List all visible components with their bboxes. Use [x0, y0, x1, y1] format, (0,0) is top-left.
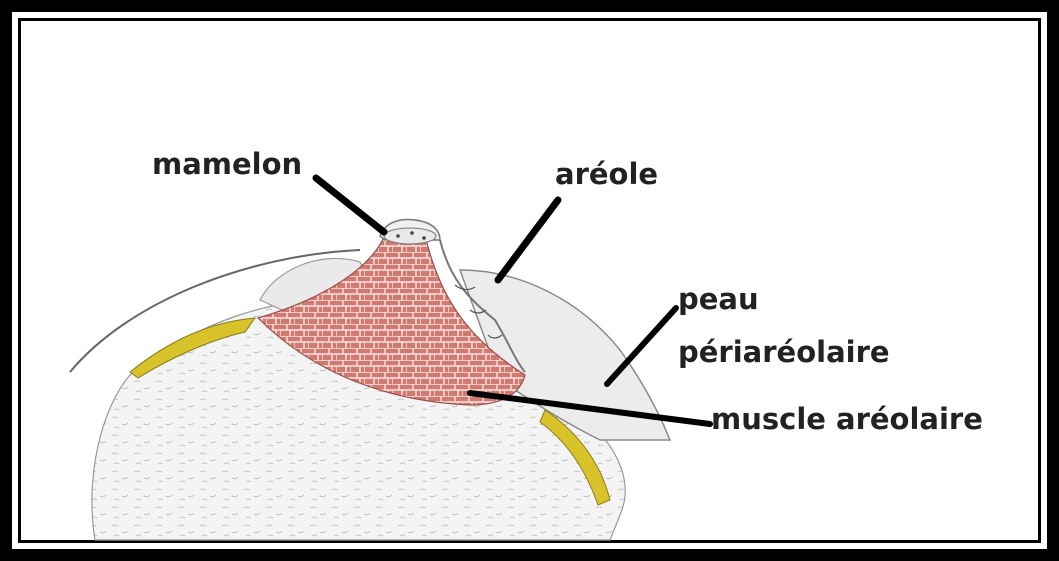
label-peau-line2: périaréolaire	[678, 338, 890, 367]
label-muscle: muscle aréolaire	[711, 405, 983, 434]
leader-areole	[498, 200, 558, 280]
label-mamelon: mamelon	[152, 150, 302, 179]
leader-mamelon	[316, 178, 384, 232]
label-areole: aréole	[555, 160, 658, 189]
label-peau-line1: peau	[678, 285, 759, 314]
